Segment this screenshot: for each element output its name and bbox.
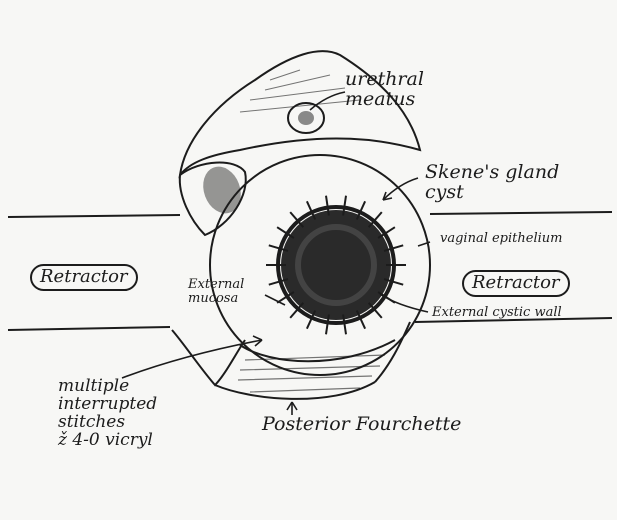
urethral-meatus-inner xyxy=(298,111,314,125)
retractor-left-label: Retractor xyxy=(30,264,138,291)
multiple-interrupted-stitches-label: multiple interrupted stitches ž 4-0 vicr… xyxy=(58,378,157,449)
hood-shading xyxy=(240,70,360,112)
lower-right-fold xyxy=(375,322,410,382)
external-cystic-wall-label: External cystic wall xyxy=(432,306,562,320)
urethral-meatus-label: urethral meatus xyxy=(345,70,424,110)
vaginal-epithelium-label: vaginal epithelium xyxy=(440,232,562,246)
external-mucosa-label: External mucosa xyxy=(188,278,244,305)
posterior-fourchette-label: Posterior Fourchette xyxy=(262,415,461,435)
urethral-leader xyxy=(310,92,345,110)
skenes-gland-cyst-label: Skene's gland cyst xyxy=(425,163,559,203)
retractor-right-label: Retractor xyxy=(462,270,570,297)
